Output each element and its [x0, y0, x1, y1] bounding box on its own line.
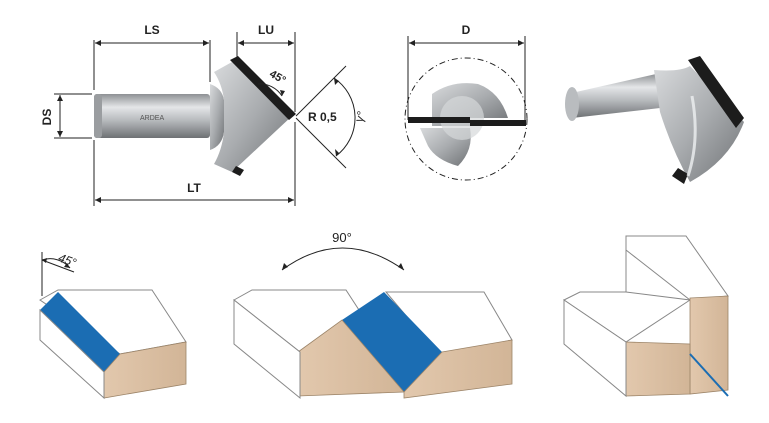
carbide-tip — [232, 166, 244, 176]
3d-shank — [569, 74, 660, 118]
3d-body — [654, 66, 744, 182]
3d-carbide-insert — [688, 56, 744, 128]
dim-cutting-angle: γ° — [352, 109, 369, 124]
chamfer-example: 45° — [39, 251, 187, 400]
cutting-circle — [404, 57, 528, 181]
dim-lu: LU — [258, 23, 274, 37]
chamfer-cut-face — [40, 292, 120, 372]
carbide-insert — [230, 56, 296, 120]
shank-end — [94, 94, 102, 138]
dim-radius: R 0,5 — [308, 110, 337, 124]
dim-bevel-angle: 45° — [267, 68, 287, 87]
dim-ds: DS — [40, 109, 54, 126]
dim-lt: LT — [187, 181, 201, 195]
vgroove-cut-face — [342, 292, 442, 392]
end-view-insert-right — [470, 120, 526, 126]
3d-shank-end — [565, 87, 579, 121]
3d-carbide-tip — [672, 168, 688, 184]
dim-d: D — [462, 23, 471, 37]
shank-engraving: ARDEA — [140, 115, 164, 122]
shank — [94, 94, 210, 138]
bit-body — [214, 62, 292, 172]
dim-ls: LS — [144, 23, 159, 37]
chamfer-angle-label: 45° — [56, 251, 78, 270]
bit-neck — [210, 84, 224, 150]
bit-end-view: D — [404, 23, 528, 181]
bit-3d-view — [565, 56, 744, 184]
vgroove-wood-face — [403, 339, 513, 399]
rebate-wood-lower — [625, 341, 691, 397]
rebate-example — [563, 235, 729, 398]
end-view-insert-left — [408, 117, 470, 123]
bit-side-view: ARDEA LS LU DS LT 45° — [40, 23, 369, 206]
vgroove-angle-label: 90° — [332, 230, 352, 245]
rebate-cut-line — [689, 353, 729, 397]
vgroove-example: 90° — [233, 230, 513, 400]
rebate-wood-upper — [689, 295, 729, 395]
